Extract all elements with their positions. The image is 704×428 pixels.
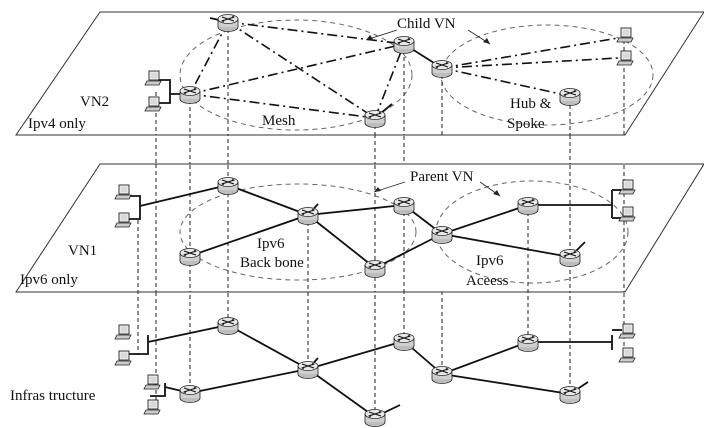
router-icon <box>431 365 453 385</box>
router-icon <box>431 225 453 245</box>
vn2-plane <box>15 11 704 136</box>
router-icon <box>364 408 386 428</box>
hub-label-line1: Hub & <box>510 96 552 112</box>
host-pc-icon <box>143 399 161 415</box>
router-icon <box>559 385 581 405</box>
router-icon <box>559 248 581 268</box>
backbone-region <box>179 183 417 281</box>
mesh-label: Mesh <box>262 113 296 129</box>
router-icon <box>217 13 239 33</box>
parent-vn-label: Parent VN <box>410 169 474 185</box>
vn2-name-label: VN2 <box>80 94 109 110</box>
router-icon <box>393 332 415 352</box>
router-icon <box>393 196 415 216</box>
vn2-layer: Child VN VN2 Ipv4 only Mesh Hub & Spoke <box>15 11 704 136</box>
router-icon <box>393 35 415 55</box>
child-vn-label: Child VN <box>397 16 456 32</box>
access-label-line2: Aceess <box>466 273 509 289</box>
router-icon <box>364 109 386 129</box>
host-pc-icon <box>143 374 161 390</box>
router-icon <box>297 360 319 380</box>
router-icon <box>517 196 539 216</box>
infrastructure-label: Infras tructure <box>10 388 96 404</box>
host-pc-icon <box>618 347 636 363</box>
backbone-label-line2: Back bone <box>240 255 304 271</box>
mesh-region <box>179 19 413 131</box>
router-icon <box>559 87 581 107</box>
router-icon <box>431 59 453 79</box>
router-icon <box>364 259 386 279</box>
host-pc-icon <box>114 324 132 340</box>
router-icon <box>217 176 239 196</box>
host-pc-icon <box>114 350 132 366</box>
router-icon <box>179 384 201 404</box>
vn2-note-label: Ipv4 only <box>28 116 86 132</box>
access-label-line1: Ipv6 <box>476 253 504 269</box>
backbone-label-line1: Ipv6 <box>257 236 285 252</box>
host-pc-icon <box>618 323 636 339</box>
infrastructure-routers <box>179 316 581 428</box>
router-icon <box>517 333 539 353</box>
router-icon <box>297 206 319 226</box>
router-icon <box>179 247 201 267</box>
vn1-note-label: Ipv6 only <box>20 272 78 288</box>
router-icon <box>179 85 201 105</box>
hub-label-line2: Spoke <box>507 116 545 132</box>
infrastructure-links <box>128 324 622 418</box>
router-icon <box>217 316 239 336</box>
vn1-layer: Parent VN VN1 Ipv6 only Ipv6 Back bone I… <box>15 163 704 293</box>
vn1-name-label: VN1 <box>68 243 97 259</box>
